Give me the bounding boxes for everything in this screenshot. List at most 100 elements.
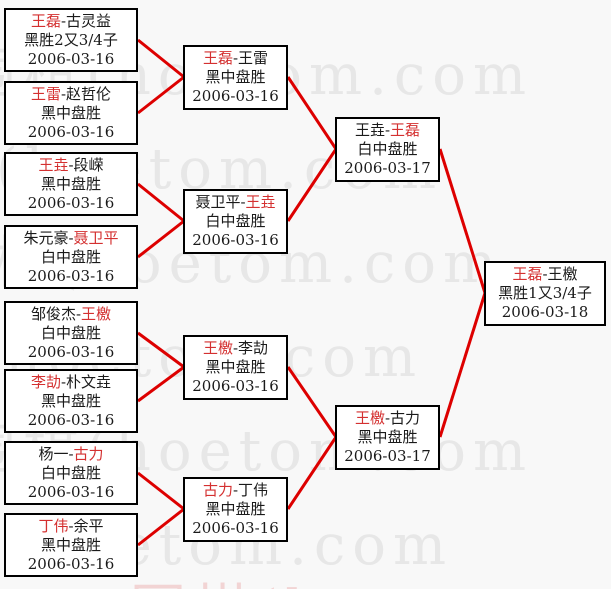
- name-separator: -: [232, 481, 239, 499]
- match-result: 白中盘胜: [40, 323, 101, 342]
- match-date: 2006-03-16: [27, 49, 115, 68]
- connector-line: [137, 75, 185, 115]
- connector-line: [137, 365, 185, 403]
- match-players: 王垚-段嵘: [6, 156, 136, 175]
- connector-line: [286, 436, 338, 510]
- connector-line: [438, 292, 487, 438]
- player-name: 王垚: [245, 193, 276, 211]
- match-box-round2-game4: 古力-丁伟 黑中盘胜 2006-03-16: [183, 477, 288, 542]
- player-name: 王磊: [30, 11, 61, 30]
- match-result: 黑胜1又3/4子: [498, 284, 592, 302]
- player-name: 段嵘: [73, 155, 104, 174]
- match-box-round1-game1: 王磊-古灵益 黑胜2又3/4子 2006-03-16: [4, 8, 138, 72]
- match-players: 丁伟-余平: [6, 517, 136, 536]
- match-result: 黑中盘胜: [40, 174, 101, 193]
- match-players: 古力-丁伟: [185, 481, 286, 500]
- match-result: 黑胜2又3/4子: [24, 30, 118, 49]
- name-separator: -: [384, 409, 391, 427]
- match-result: 黑中盘胜: [40, 103, 101, 122]
- match-players: 王磊-古灵益: [6, 12, 136, 31]
- match-box-round2-game1: 王磊-王雷 黑中盘胜 2006-03-16: [183, 45, 288, 110]
- match-box-round1-game2: 王雷-赵哲伦 黑中盘胜 2006-03-16: [4, 81, 138, 145]
- match-players: 邹俊杰-王檄: [6, 305, 136, 324]
- name-separator: -: [232, 339, 239, 357]
- connector-line: [286, 76, 338, 150]
- match-box-round1-game3: 王垚-段嵘 黑中盘胜 2006-03-16: [4, 152, 138, 216]
- connector-line: [137, 331, 185, 369]
- match-date: 2006-03-16: [192, 231, 279, 249]
- player-name: 余平: [73, 516, 104, 535]
- connector-line: [438, 148, 487, 294]
- match-players: 朱元豪-聂卫平: [6, 229, 136, 248]
- match-players: 杨一-古力: [6, 445, 136, 464]
- player-name: 聂卫平: [73, 228, 119, 247]
- match-date: 2006-03-16: [27, 554, 115, 573]
- match-date: 2006-03-16: [192, 519, 279, 537]
- match-box-round1-game8: 丁伟-余平 黑中盘胜 2006-03-16: [4, 513, 138, 577]
- match-result: 白中盘胜: [357, 140, 418, 158]
- match-players: 王檄-李劼: [185, 339, 286, 358]
- connector-line: [137, 471, 185, 511]
- match-players: 李劼-朴文垚: [6, 373, 136, 392]
- match-result: 黑中盘胜: [40, 535, 101, 554]
- match-result: 白中盘胜: [40, 247, 101, 266]
- match-players: 王磊-王檄: [486, 265, 604, 284]
- match-date: 2006-03-16: [27, 410, 115, 429]
- name-separator: -: [384, 121, 391, 139]
- name-separator: -: [68, 155, 74, 174]
- watermark-text: 围棋(hoetom.com: [130, 566, 611, 589]
- player-name: 王雷: [238, 49, 269, 67]
- match-players: 聂卫平-王垚: [185, 193, 286, 212]
- match-result: 白中盘胜: [40, 463, 101, 482]
- match-players: 王雷-赵哲伦: [6, 85, 136, 104]
- match-box-semifinal-2: 王檄-古力 黑中盘胜 2006-03-17: [335, 405, 440, 470]
- connector-line: [286, 366, 338, 438]
- match-result: 黑中盘胜: [40, 391, 101, 410]
- connector-line: [137, 182, 185, 223]
- match-box-round2-game3: 王檄-李劼 黑中盘胜 2006-03-16: [183, 335, 288, 400]
- match-box-round2-game2: 聂卫平-王垚 白中盘胜 2006-03-16: [183, 189, 288, 254]
- match-result: 黑中盘胜: [205, 68, 266, 86]
- player-name: 邹俊杰: [30, 304, 76, 323]
- name-separator: -: [68, 228, 74, 247]
- name-separator: -: [60, 84, 67, 103]
- name-separator: -: [240, 193, 246, 211]
- connector-line: [137, 507, 185, 547]
- name-separator: -: [75, 304, 82, 323]
- match-players: 王垚-王磊: [337, 121, 438, 140]
- match-date: 2006-03-16: [27, 193, 115, 212]
- player-name: 王垚: [354, 121, 385, 139]
- player-name: 古灵益: [66, 11, 112, 30]
- name-separator: -: [60, 372, 67, 391]
- player-name: 李劼: [238, 339, 269, 357]
- match-result: 黑中盘胜: [357, 428, 418, 446]
- player-name: 王雷: [30, 84, 61, 103]
- match-box-final: 王磊-王檄 黑胜1又3/4子 2006-03-18: [484, 261, 606, 326]
- connector-line: [137, 38, 185, 79]
- match-box-round1-game4: 朱元豪-聂卫平 白中盘胜 2006-03-16: [4, 225, 138, 289]
- player-name: 丁伟: [238, 481, 269, 499]
- match-players: 王磊-王雷: [185, 49, 286, 68]
- match-box-round1-game5: 邹俊杰-王檄 白中盘胜 2006-03-16: [4, 301, 138, 365]
- player-name: 古力: [73, 444, 104, 463]
- match-box-semifinal-1: 王垚-王磊 白中盘胜 2006-03-17: [335, 117, 440, 182]
- name-separator: -: [68, 516, 74, 535]
- connector-line: [286, 148, 338, 222]
- connector-line: [137, 219, 185, 259]
- match-date: 2006-03-16: [27, 342, 115, 361]
- player-name: 王檄: [202, 339, 233, 357]
- match-date: 2006-03-18: [501, 303, 589, 321]
- player-name: 古力: [202, 481, 233, 499]
- player-name: 王磊: [512, 265, 543, 283]
- player-name: 王磊: [390, 121, 421, 139]
- player-name: 王檄: [547, 265, 578, 283]
- player-name: 赵哲伦: [66, 84, 112, 103]
- match-date: 2006-03-16: [192, 87, 279, 105]
- match-box-round1-game7: 杨一-古力 白中盘胜 2006-03-16: [4, 441, 138, 505]
- player-name: 王檄: [81, 304, 112, 323]
- name-separator: -: [542, 265, 548, 283]
- player-name: 朴文垚: [66, 372, 112, 391]
- match-date: 2006-03-17: [344, 447, 431, 465]
